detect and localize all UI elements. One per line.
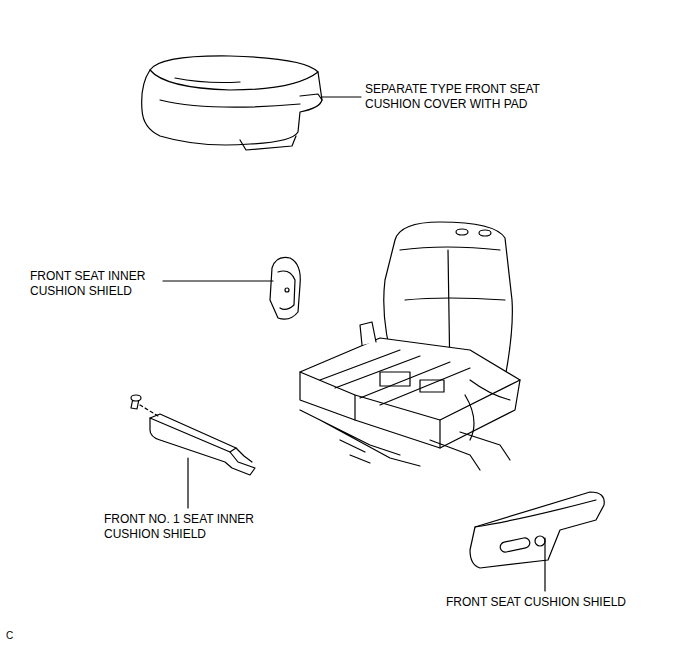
no1-shield-drawing	[131, 395, 255, 475]
part-label: SEPARATE TYPE FRONT SEAT CUSHION COVER W…	[365, 82, 565, 112]
cushion-shield-drawing	[470, 492, 604, 568]
part-label: FRONT NO. 1 SEAT INNER CUSHION SHIELD	[104, 512, 284, 542]
inner-shield-drawing	[270, 257, 300, 319]
part-label: FRONT SEAT INNER CUSHION SHIELD	[30, 269, 160, 299]
part-label: FRONT SEAT CUSHION SHIELD	[446, 595, 676, 610]
seat-assembly-drawing	[300, 222, 520, 470]
cushion-cover-drawing	[142, 56, 322, 150]
part-label: C	[6, 628, 36, 643]
